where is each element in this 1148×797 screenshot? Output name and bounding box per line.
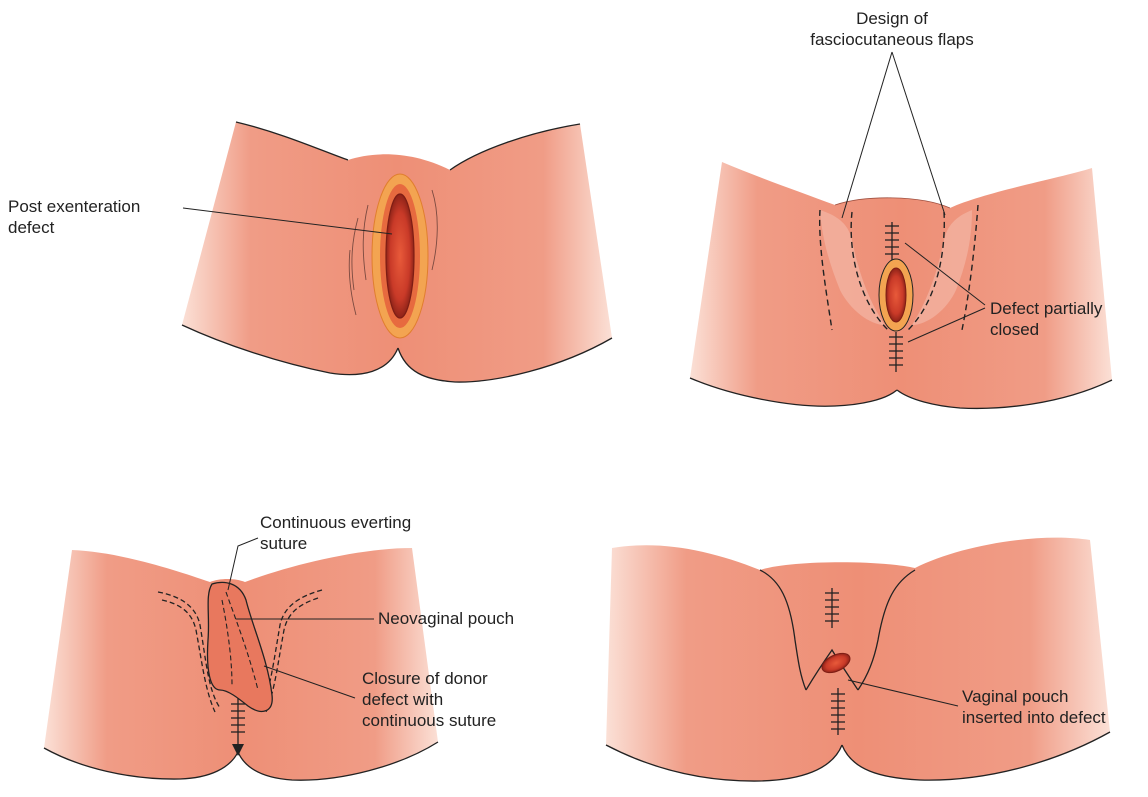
panel-flap-design [690,52,1112,408]
panel-pouch-inserted [606,538,1110,781]
label-line: Vaginal pouch [962,686,1106,707]
label-neovaginal-pouch: Neovaginal pouch [378,608,514,629]
label-line: defect with [362,689,496,710]
label-design-of-flaps: Design of fasciocutaneous flaps [802,8,982,50]
label-closure-of-donor-defect: Closure of donor defect with continuous … [362,668,496,731]
defect-wound [386,194,414,318]
label-line: Closure of donor [362,668,496,689]
label-vaginal-pouch-inserted: Vaginal pouch inserted into defect [962,686,1106,728]
label-line: Defect partially [990,298,1102,319]
label-line: suture [260,533,411,554]
label-defect-partially-closed: Defect partially closed [990,298,1102,340]
partial-defect-wound [886,268,906,322]
panel-post-exenteration [182,122,612,382]
label-line: inserted into defect [962,707,1106,728]
label-line: defect [8,217,140,238]
label-line: closed [990,319,1102,340]
label-line: Design of [802,8,982,29]
label-line: Continuous everting [260,512,411,533]
buttocks-skin [606,538,1110,781]
label-continuous-everting-suture: Continuous everting suture [260,512,411,554]
label-line: Neovaginal pouch [378,608,514,629]
label-line: Post exenteration [8,196,140,217]
label-line: fasciocutaneous flaps [802,29,982,50]
label-line: continuous suture [362,710,496,731]
panel-neovaginal-pouch [44,538,438,780]
label-post-exenteration-defect: Post exenteration defect [8,196,140,238]
